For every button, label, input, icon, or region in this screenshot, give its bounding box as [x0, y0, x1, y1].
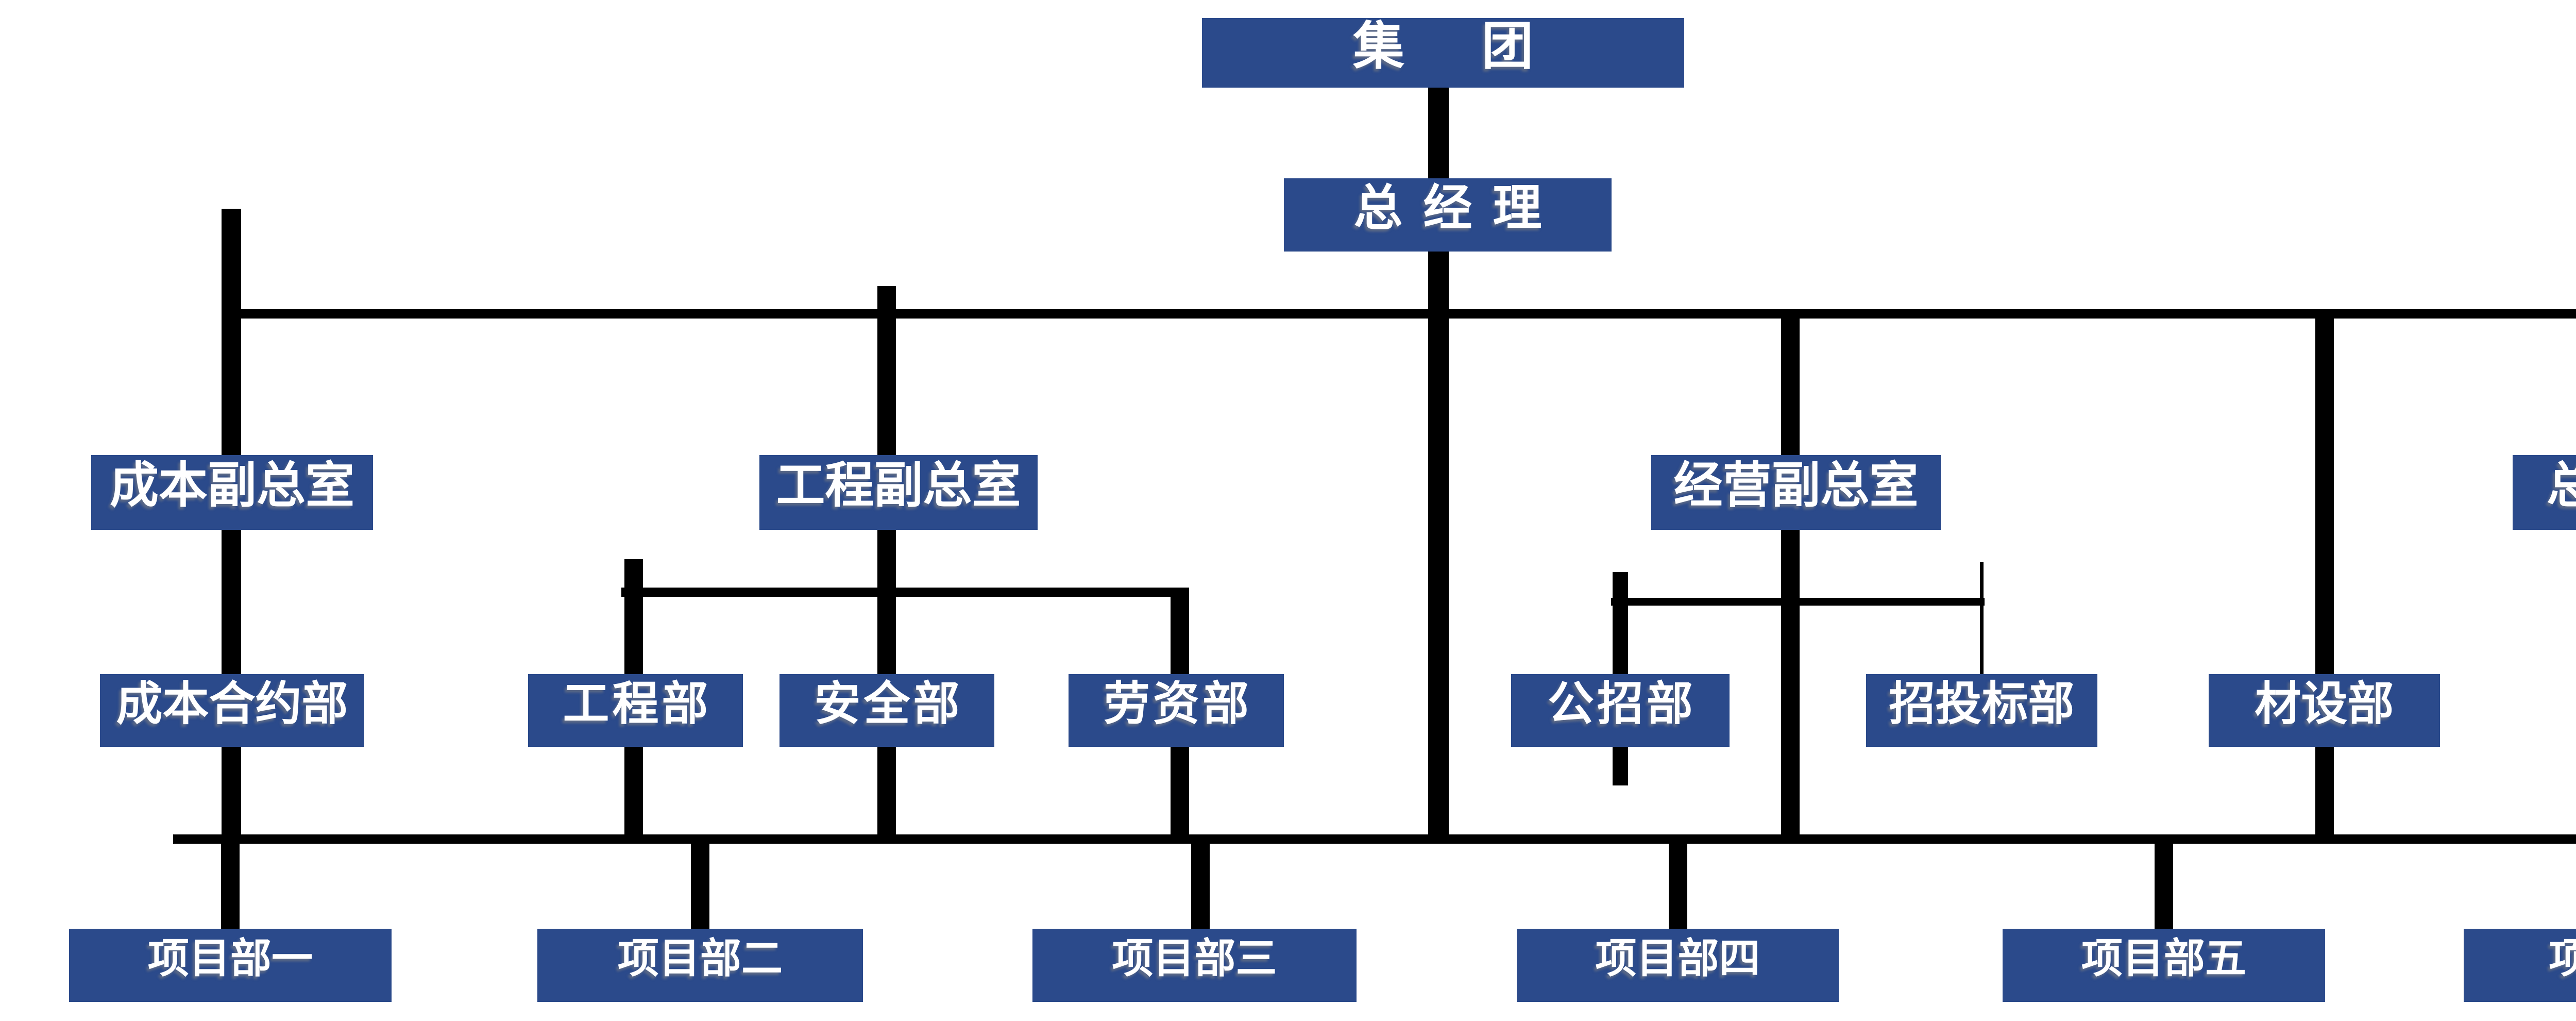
- connector-labor-dept-to-bus: [1171, 747, 1189, 834]
- connector-safety-to-bus: [877, 747, 896, 834]
- org-node-project-dept-n-label: 项目部N: [2549, 935, 2576, 981]
- connector-ops-sub-bus: [1611, 598, 1985, 606]
- org-node-materials-equipment-dept-label: 材设部: [2255, 678, 2394, 730]
- org-node-project-dept-n: 项目部N: [2464, 929, 2576, 1002]
- org-node-project-dept-1: 项目部一: [69, 929, 392, 1002]
- org-node-chief-engineer-office-label: 总工室: [2547, 461, 2576, 510]
- org-node-labor-wage-dept: 劳资部: [1069, 674, 1284, 747]
- org-node-project-dept-4-label: 项目部四: [1595, 935, 1760, 981]
- org-node-project-dept-2: 项目部二: [537, 929, 863, 1002]
- connector-public-bidding-stub: [1613, 747, 1628, 785]
- connector-ops-office-top: [1781, 319, 1800, 455]
- connector-bottom-bus: [173, 834, 2576, 844]
- org-node-cost-deputy-office-label: 成本副总室: [109, 458, 354, 513]
- connector-group-to-gm: [1428, 88, 1449, 178]
- connector-eng-office-top: [877, 286, 896, 455]
- org-node-project-dept-5: 项目部五: [2003, 929, 2325, 1002]
- org-node-cost-contract-dept: 成本合约部: [100, 674, 364, 747]
- org-node-project-dept-1-label: 项目部一: [148, 935, 313, 981]
- org-node-project-dept-5-label: 项目部五: [2081, 935, 2246, 981]
- connector-project5-drop: [2155, 844, 2173, 929]
- org-node-public-bidding-dept-label: 公招部: [1548, 678, 1696, 730]
- connector-materials-drop: [2315, 319, 2334, 674]
- org-node-materials-equipment-dept: 材设部: [2209, 674, 2440, 747]
- connector-cost-dept-to-bus: [222, 747, 241, 834]
- org-node-tendering-dept-label: 招投标部: [1889, 678, 2075, 730]
- connector-project1-drop: [221, 844, 240, 929]
- org-node-safety-dept-label: 安全部: [814, 678, 963, 730]
- connector-eng-dept-drop: [624, 559, 643, 674]
- connector-ops-office-to-bus: [1781, 530, 1800, 834]
- org-node-general-manager-label: 总经理: [1353, 180, 1563, 236]
- org-node-cost-contract-dept-label: 成本合约部: [116, 678, 348, 730]
- connector-labor-dept-drop: [1171, 588, 1189, 674]
- connector-tendering-drop-thin: [1980, 562, 1984, 674]
- org-node-safety-dept: 安全部: [779, 674, 994, 747]
- org-node-tendering-dept: 招投标部: [1866, 674, 2097, 747]
- org-node-operations-deputy-office-label: 经营副总室: [1673, 458, 1919, 513]
- connector-top-bus: [222, 309, 2576, 319]
- connector-eng-office-to-safety: [877, 530, 896, 674]
- org-node-operations-deputy-office: 经营副总室: [1651, 455, 1941, 530]
- org-node-engineering-dept-label: 工程部: [563, 678, 711, 730]
- org-node-public-bidding-dept: 公招部: [1511, 674, 1730, 747]
- org-node-group: 集团: [1202, 18, 1684, 88]
- org-node-engineering-deputy-office: 工程副总室: [759, 455, 1038, 530]
- connector-gm-trunk: [1428, 252, 1449, 834]
- connector-eng-dept-to-bus: [624, 747, 643, 834]
- connector-project2-drop: [691, 844, 709, 929]
- connector-public-bidding-drop: [1613, 572, 1628, 674]
- org-node-project-dept-3: 项目部三: [1032, 929, 1357, 1002]
- connector-cost-office-top: [222, 209, 241, 455]
- org-node-group-label: 集团: [1353, 17, 1611, 75]
- org-node-cost-deputy-office: 成本副总室: [91, 455, 373, 530]
- connector-project4-drop: [1669, 844, 1687, 929]
- org-node-engineering-dept: 工程部: [528, 674, 743, 747]
- org-node-project-dept-4: 项目部四: [1517, 929, 1839, 1002]
- connector-project3-drop: [1191, 844, 1210, 929]
- org-node-engineering-deputy-office-label: 工程副总室: [776, 458, 1021, 513]
- connector-eng-sub-bus: [621, 588, 1189, 597]
- org-node-labor-wage-dept-label: 劳资部: [1104, 678, 1252, 730]
- connector-cost-office-to-dept: [222, 530, 241, 674]
- connector-materials-to-bus: [2315, 747, 2334, 834]
- org-node-project-dept-2-label: 项目部二: [618, 935, 783, 981]
- org-node-project-dept-3-label: 项目部三: [1112, 935, 1277, 981]
- org-node-general-manager: 总经理: [1284, 178, 1612, 252]
- org-node-chief-engineer-office: 总工室: [2513, 455, 2576, 530]
